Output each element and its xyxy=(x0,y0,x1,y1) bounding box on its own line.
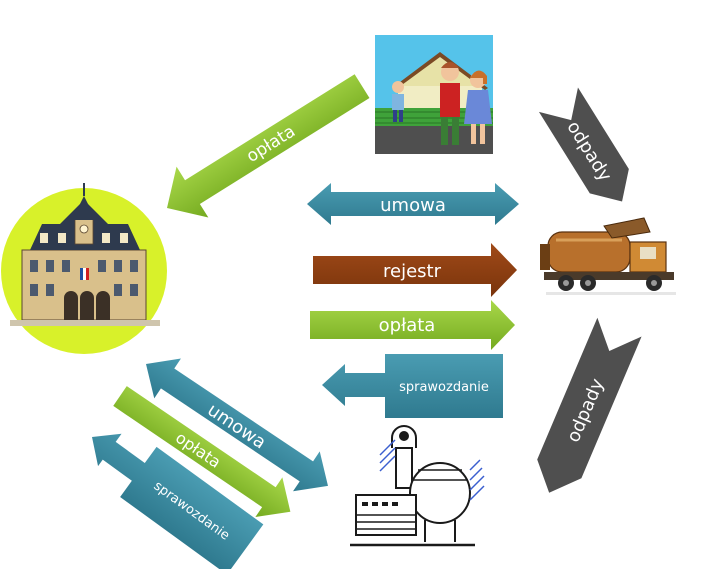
report-label: sprawozdanie xyxy=(399,380,489,395)
town-hall-icon xyxy=(1,183,167,354)
contract-label: umowa xyxy=(380,195,446,216)
fee-label: opłata xyxy=(379,315,436,336)
register-label: rejestr xyxy=(383,261,442,282)
contract-arrow-city-collector: umowa xyxy=(307,183,519,225)
fee-arrow-city-to-collector: opłata xyxy=(310,300,515,350)
waste-arrow-residents-to-collector: odpady xyxy=(538,87,629,202)
register-arrow-city-to-collector: rejestr xyxy=(313,243,517,297)
processing-plant-icon xyxy=(350,425,485,547)
report-arrow-collector-to-city: sprawozdanie xyxy=(322,354,503,418)
family-house-icon xyxy=(375,35,493,154)
waste-arrow-collector-to-plant: odpady xyxy=(537,317,642,493)
garbage-truck-icon xyxy=(540,217,676,295)
